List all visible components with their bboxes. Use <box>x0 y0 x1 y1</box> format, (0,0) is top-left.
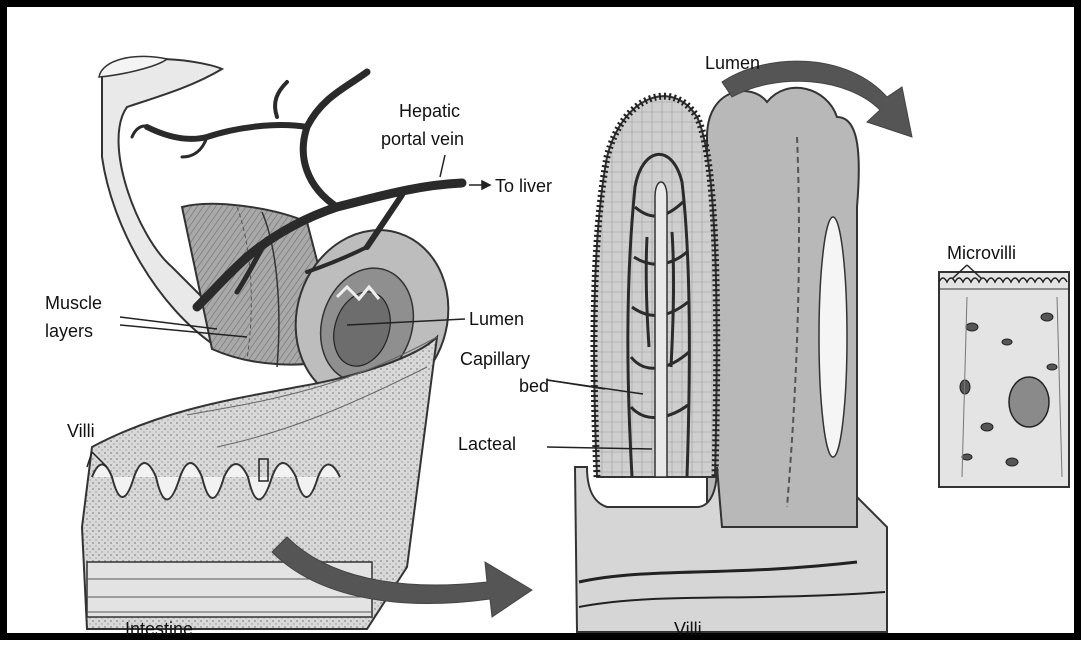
label-microvilli: Microvilli <box>947 243 1016 263</box>
label-capillary-2: bed <box>519 376 549 396</box>
label-villi-left: Villi <box>67 421 95 441</box>
cell-nucleus <box>1009 377 1049 427</box>
villus-illustration <box>575 88 887 632</box>
label-capillary-1: Capillary <box>460 349 530 369</box>
label-to-liver: To liver <box>495 176 552 196</box>
microvilli-cell-illustration <box>939 272 1069 487</box>
label-muscle-2: layers <box>45 321 93 341</box>
label-hepatic-2: portal vein <box>381 129 464 149</box>
label-intestine: Intestine <box>125 619 193 639</box>
label-lumen-top: Lumen <box>705 53 760 73</box>
label-muscle-1: Muscle <box>45 293 102 313</box>
label-lumen-mid: Lumen <box>469 309 524 329</box>
label-villi-bottom: Villi <box>674 619 702 639</box>
label-lacteal: Lacteal <box>458 434 516 454</box>
label-hepatic-1: Hepatic <box>399 101 460 121</box>
cell-box <box>939 272 1069 487</box>
anatomy-diagram: Lumen Hepatic portal vein To liver Muscl… <box>7 7 1081 647</box>
lacteal-vessel <box>655 182 667 477</box>
